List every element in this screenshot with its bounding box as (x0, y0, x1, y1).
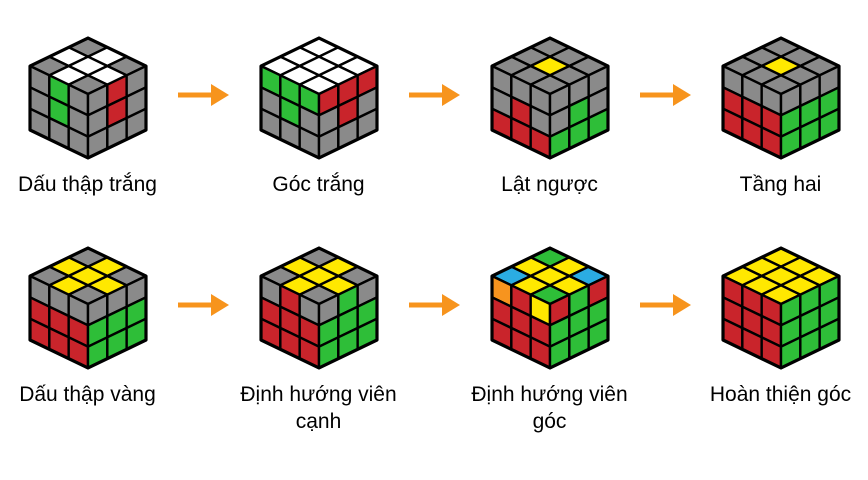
step-label: Tầng hai (739, 173, 822, 196)
rubiks-cube-white-cross (26, 30, 150, 160)
arrow-right-icon (408, 292, 460, 318)
step-label: Dấu thập vàng (19, 383, 156, 407)
step-7: Định hướng viên góc (462, 240, 637, 435)
rubiks-cube-flipped (488, 30, 612, 160)
steps-row-2: Dấu thập vàng Định hướng viên cạnh Định … (0, 240, 868, 435)
arrow-right-icon (177, 292, 229, 318)
step-label: Góc trắng (272, 173, 365, 196)
steps-row-1: Dấu thập trắng Góc trắng Lật ngược Tầng … (0, 30, 868, 198)
step-3: Lật ngược (462, 30, 637, 198)
rubiks-cube-second-layer (719, 30, 843, 160)
step-label: Lật ngược (501, 173, 598, 196)
step-8: Hoàn thiện góc (693, 240, 868, 408)
step-1: Dấu thập trắng (0, 30, 175, 198)
rubiks-cube-orient-corners (488, 240, 612, 370)
step-label: Định hướng viên cạnh (240, 383, 397, 433)
rubiks-cube-yellow-cross (26, 240, 150, 370)
step-5: Dấu thập vàng (0, 240, 175, 408)
step-label: Hoàn thiện góc (709, 383, 852, 407)
step-label: Định hướng viên góc (471, 383, 628, 433)
rubiks-cube-orient-edges (257, 240, 381, 370)
step-6: Định hướng viên cạnh (231, 240, 406, 435)
step-2: Góc trắng (231, 30, 406, 198)
rubiks-cube-white-corners (257, 30, 381, 160)
step-4: Tầng hai (693, 30, 868, 198)
arrow-right-icon (177, 82, 229, 108)
arrow-right-icon (408, 82, 460, 108)
arrow-right-icon (639, 292, 691, 318)
step-label: Dấu thập trắng (18, 173, 157, 196)
rubiks-cube-solved (719, 240, 843, 370)
arrow-right-icon (639, 82, 691, 108)
